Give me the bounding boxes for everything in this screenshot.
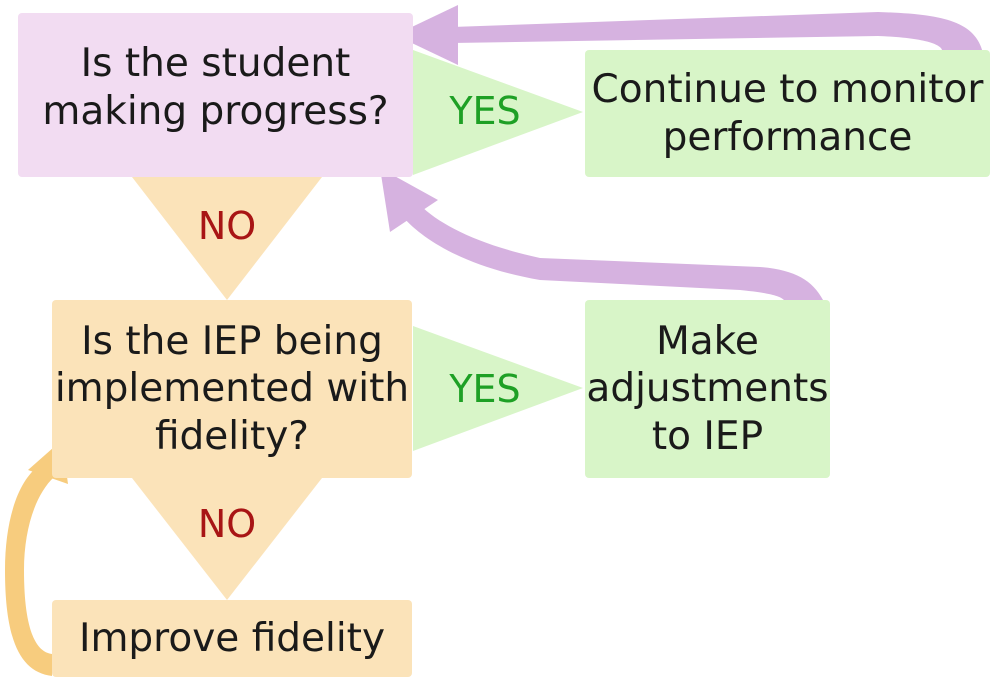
fidelity-question-text: Is the IEP being implemented with fideli…	[54, 318, 410, 459]
adjustments-loop-arrowhead	[380, 168, 438, 232]
improve-fidelity-text: Improve fidelity	[78, 615, 386, 661]
make-adjustments-text: Make adjustments to IEP	[586, 318, 829, 459]
progress-yes-arrow	[413, 50, 583, 175]
fidelity-no-label: NO	[197, 502, 257, 546]
progress-no-arrow	[132, 177, 322, 300]
progress-question-text: Is the student making progress?	[42, 41, 389, 134]
improve-fidelity-box: Improve fidelity	[52, 600, 412, 677]
make-adjustments-box: Make adjustments to IEP	[585, 300, 830, 478]
monitor-loop-arrowhead	[395, 5, 458, 65]
fidelity-loop-arrow	[5, 465, 54, 676]
progress-question-box: Is the student making progress?	[18, 13, 413, 177]
adjustments-loop-arrow	[403, 205, 823, 300]
fidelity-yes-label: YES	[449, 367, 521, 411]
fidelity-yes-arrow	[413, 326, 583, 451]
continue-monitor-text: Continue to monitor performance	[591, 66, 984, 160]
continue-monitor-box: Continue to monitor performance	[585, 50, 990, 177]
fidelity-no-arrow	[132, 478, 322, 600]
progress-no-label: NO	[197, 204, 257, 248]
monitor-loop-arrow	[452, 12, 983, 53]
progress-yes-label: YES	[449, 89, 521, 133]
fidelity-question-box: Is the IEP being implemented with fideli…	[52, 300, 412, 478]
